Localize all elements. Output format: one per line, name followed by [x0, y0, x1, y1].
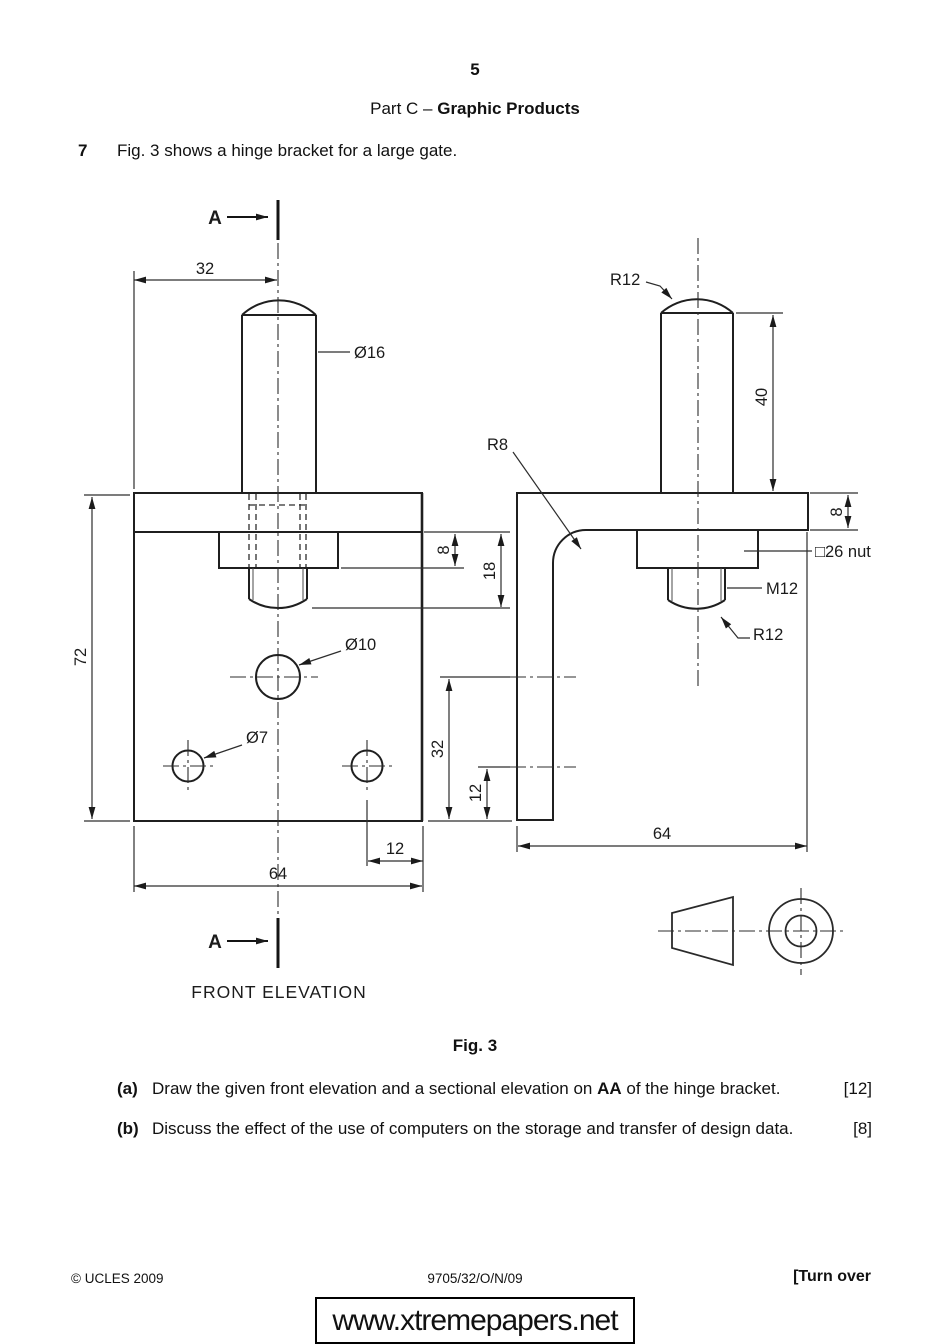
view-label: FRONT ELEVATION [191, 982, 366, 1002]
dim-64-side: 64 [653, 825, 671, 843]
question-intro: Fig. 3 shows a hinge bracket for a large… [117, 141, 458, 160]
part-b-text-before: Discuss the effect of the use of compute… [152, 1119, 794, 1138]
section-header-title: Graphic Products [437, 99, 580, 118]
part-a-marks: [12] [843, 1079, 872, 1098]
section-label-top: A [208, 208, 222, 229]
bolt-end-arc [667, 599, 726, 610]
front-elevation-view: A 32 Ø16 [72, 200, 512, 1002]
label-dia7: Ø7 [246, 729, 268, 747]
label-nut-spec: □26 nut [815, 543, 871, 561]
footer-paper-code: 9705/32/O/N/09 [427, 1271, 523, 1286]
dim-64-front: 64 [269, 865, 287, 883]
part-a-bold: AA [597, 1079, 622, 1098]
dim-18: 18 [481, 562, 499, 580]
projection-circle-inner [784, 914, 818, 948]
leader-dia7 [203, 744, 243, 759]
label-m12: M12 [766, 580, 798, 598]
label-r12-bottom: R12 [753, 626, 783, 644]
dim-32-top: 32 [196, 260, 214, 278]
stud-dome-arc [241, 299, 317, 316]
part-b-marks: [8] [853, 1119, 872, 1138]
footer-copyright: © UCLES 2009 [71, 1271, 164, 1286]
leader-dia10 [298, 650, 342, 666]
leader-r12-top [645, 281, 673, 300]
dim-72: 72 [72, 648, 90, 666]
part-b-text: Discuss the effect of the use of compute… [152, 1119, 793, 1139]
third-angle-projection-symbol [658, 888, 843, 975]
projection-cone [671, 895, 734, 967]
part-b-label: (b) [117, 1119, 139, 1138]
page-number: 5 [470, 60, 480, 79]
dim-32-right: 32 [429, 740, 447, 758]
label-r12-top: R12 [610, 271, 640, 289]
part-a-label: (a) [117, 1079, 138, 1098]
dim-12-right: 12 [467, 784, 485, 802]
label-dia10: Ø10 [345, 636, 376, 654]
dim-8-side: 8 [828, 507, 846, 516]
leader-r12-bottom [720, 616, 750, 639]
part-a-text-after: of the hinge bracket. [621, 1079, 781, 1098]
section-header-prefix: Part C – [370, 99, 438, 118]
leader-r8 [512, 451, 582, 550]
question-number: 7 [78, 141, 88, 160]
part-a-text: Draw the given front elevation and a sec… [152, 1079, 780, 1099]
section-label-bottom: A [208, 932, 222, 953]
label-dia16: Ø16 [354, 344, 385, 362]
figure-caption: Fig. 3 [452, 1036, 498, 1055]
dim-40: 40 [753, 388, 771, 406]
side-elevation-view: R12 40 8 R8 □26 nut M12 R12 [487, 238, 871, 852]
projection-circle-outer [768, 898, 834, 964]
dim-12-bottom: 12 [386, 840, 404, 858]
section-header: Part C – Graphic Products [0, 99, 950, 119]
part-a-text-before: Draw the given front elevation and a sec… [152, 1079, 598, 1098]
label-r8: R8 [487, 436, 508, 454]
bracket-outline [516, 492, 809, 821]
stud-dome-arc [660, 298, 734, 314]
dim-8-front: 8 [435, 545, 453, 554]
watermark-link[interactable]: www.xtremepapers.net [315, 1297, 635, 1344]
footer-turn-over: [Turn over [793, 1268, 871, 1285]
